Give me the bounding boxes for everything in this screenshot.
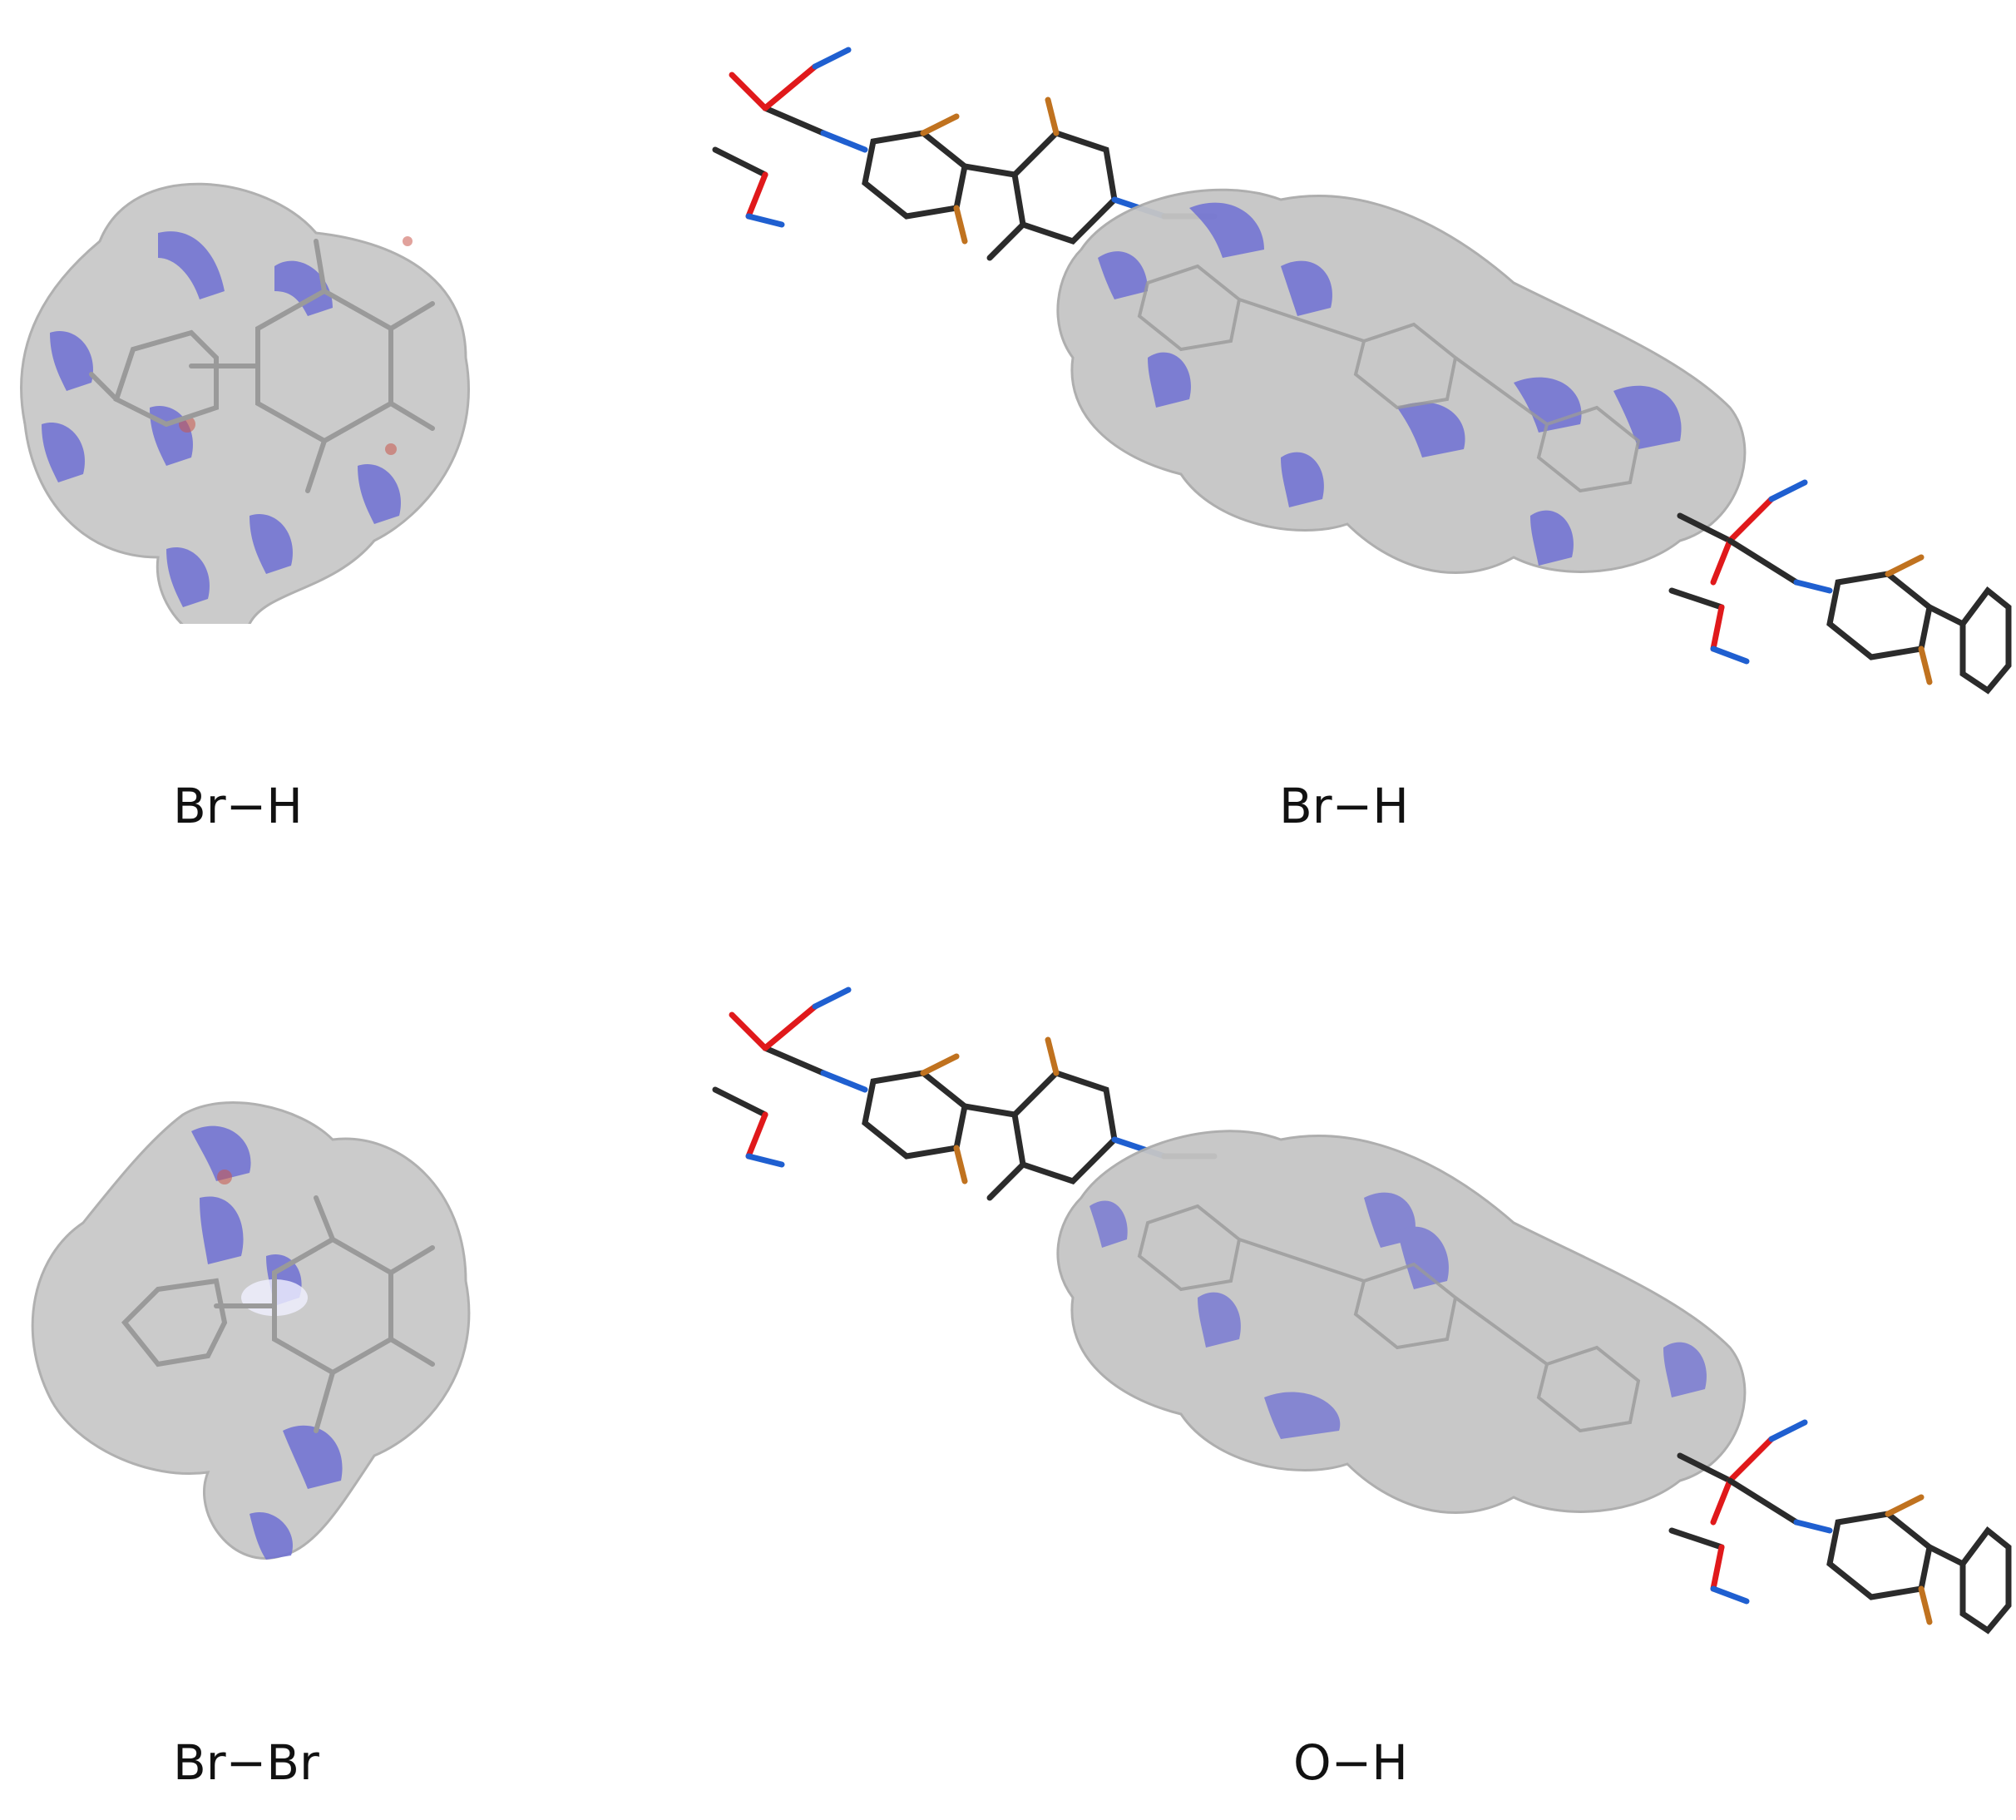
caption-panel-b: Br−H: [1279, 778, 1409, 834]
surface-blob: [20, 182, 470, 624]
inner-molecule-wireframe: [89, 239, 435, 493]
hirshfeld-surface-fragment-a: [20, 182, 470, 624]
hirshfeld-surface-chain-d: [712, 987, 2012, 1635]
faint-inner-bonds: [1137, 264, 1641, 493]
hirshfeld-surface-chain-b: [712, 47, 2012, 695]
panel-a-fragment-surface: [0, 125, 499, 624]
lower-right-complex: [1668, 479, 2012, 695]
caption-panel-d: O−H: [1293, 1734, 1408, 1791]
contact-patches: [42, 231, 401, 607]
lower-right-complex: [1668, 1419, 2012, 1635]
close-contact-spots: [217, 1170, 232, 1184]
chain-surface: [1056, 1130, 1747, 1515]
caption-panel-a: Br−H: [173, 778, 303, 834]
contact-patches: [1090, 1192, 1707, 1439]
panel-d-chain-surface: [682, 948, 2013, 1697]
chain-surface: [1056, 188, 1747, 575]
upper-left-complex: [712, 987, 1218, 1201]
contact-patches: [1098, 202, 1682, 566]
panel-b-chain-surface: [682, 8, 2013, 757]
caption-panel-c: Br−Br: [173, 1734, 319, 1791]
panel-c-fragment-surface: [0, 1081, 499, 1580]
hirshfeld-surface-fragment-c: [31, 1101, 471, 1560]
inner-molecule-wireframe: [121, 1195, 435, 1433]
surface-blob: [31, 1101, 471, 1560]
faint-inner-bonds: [1137, 1204, 1641, 1433]
